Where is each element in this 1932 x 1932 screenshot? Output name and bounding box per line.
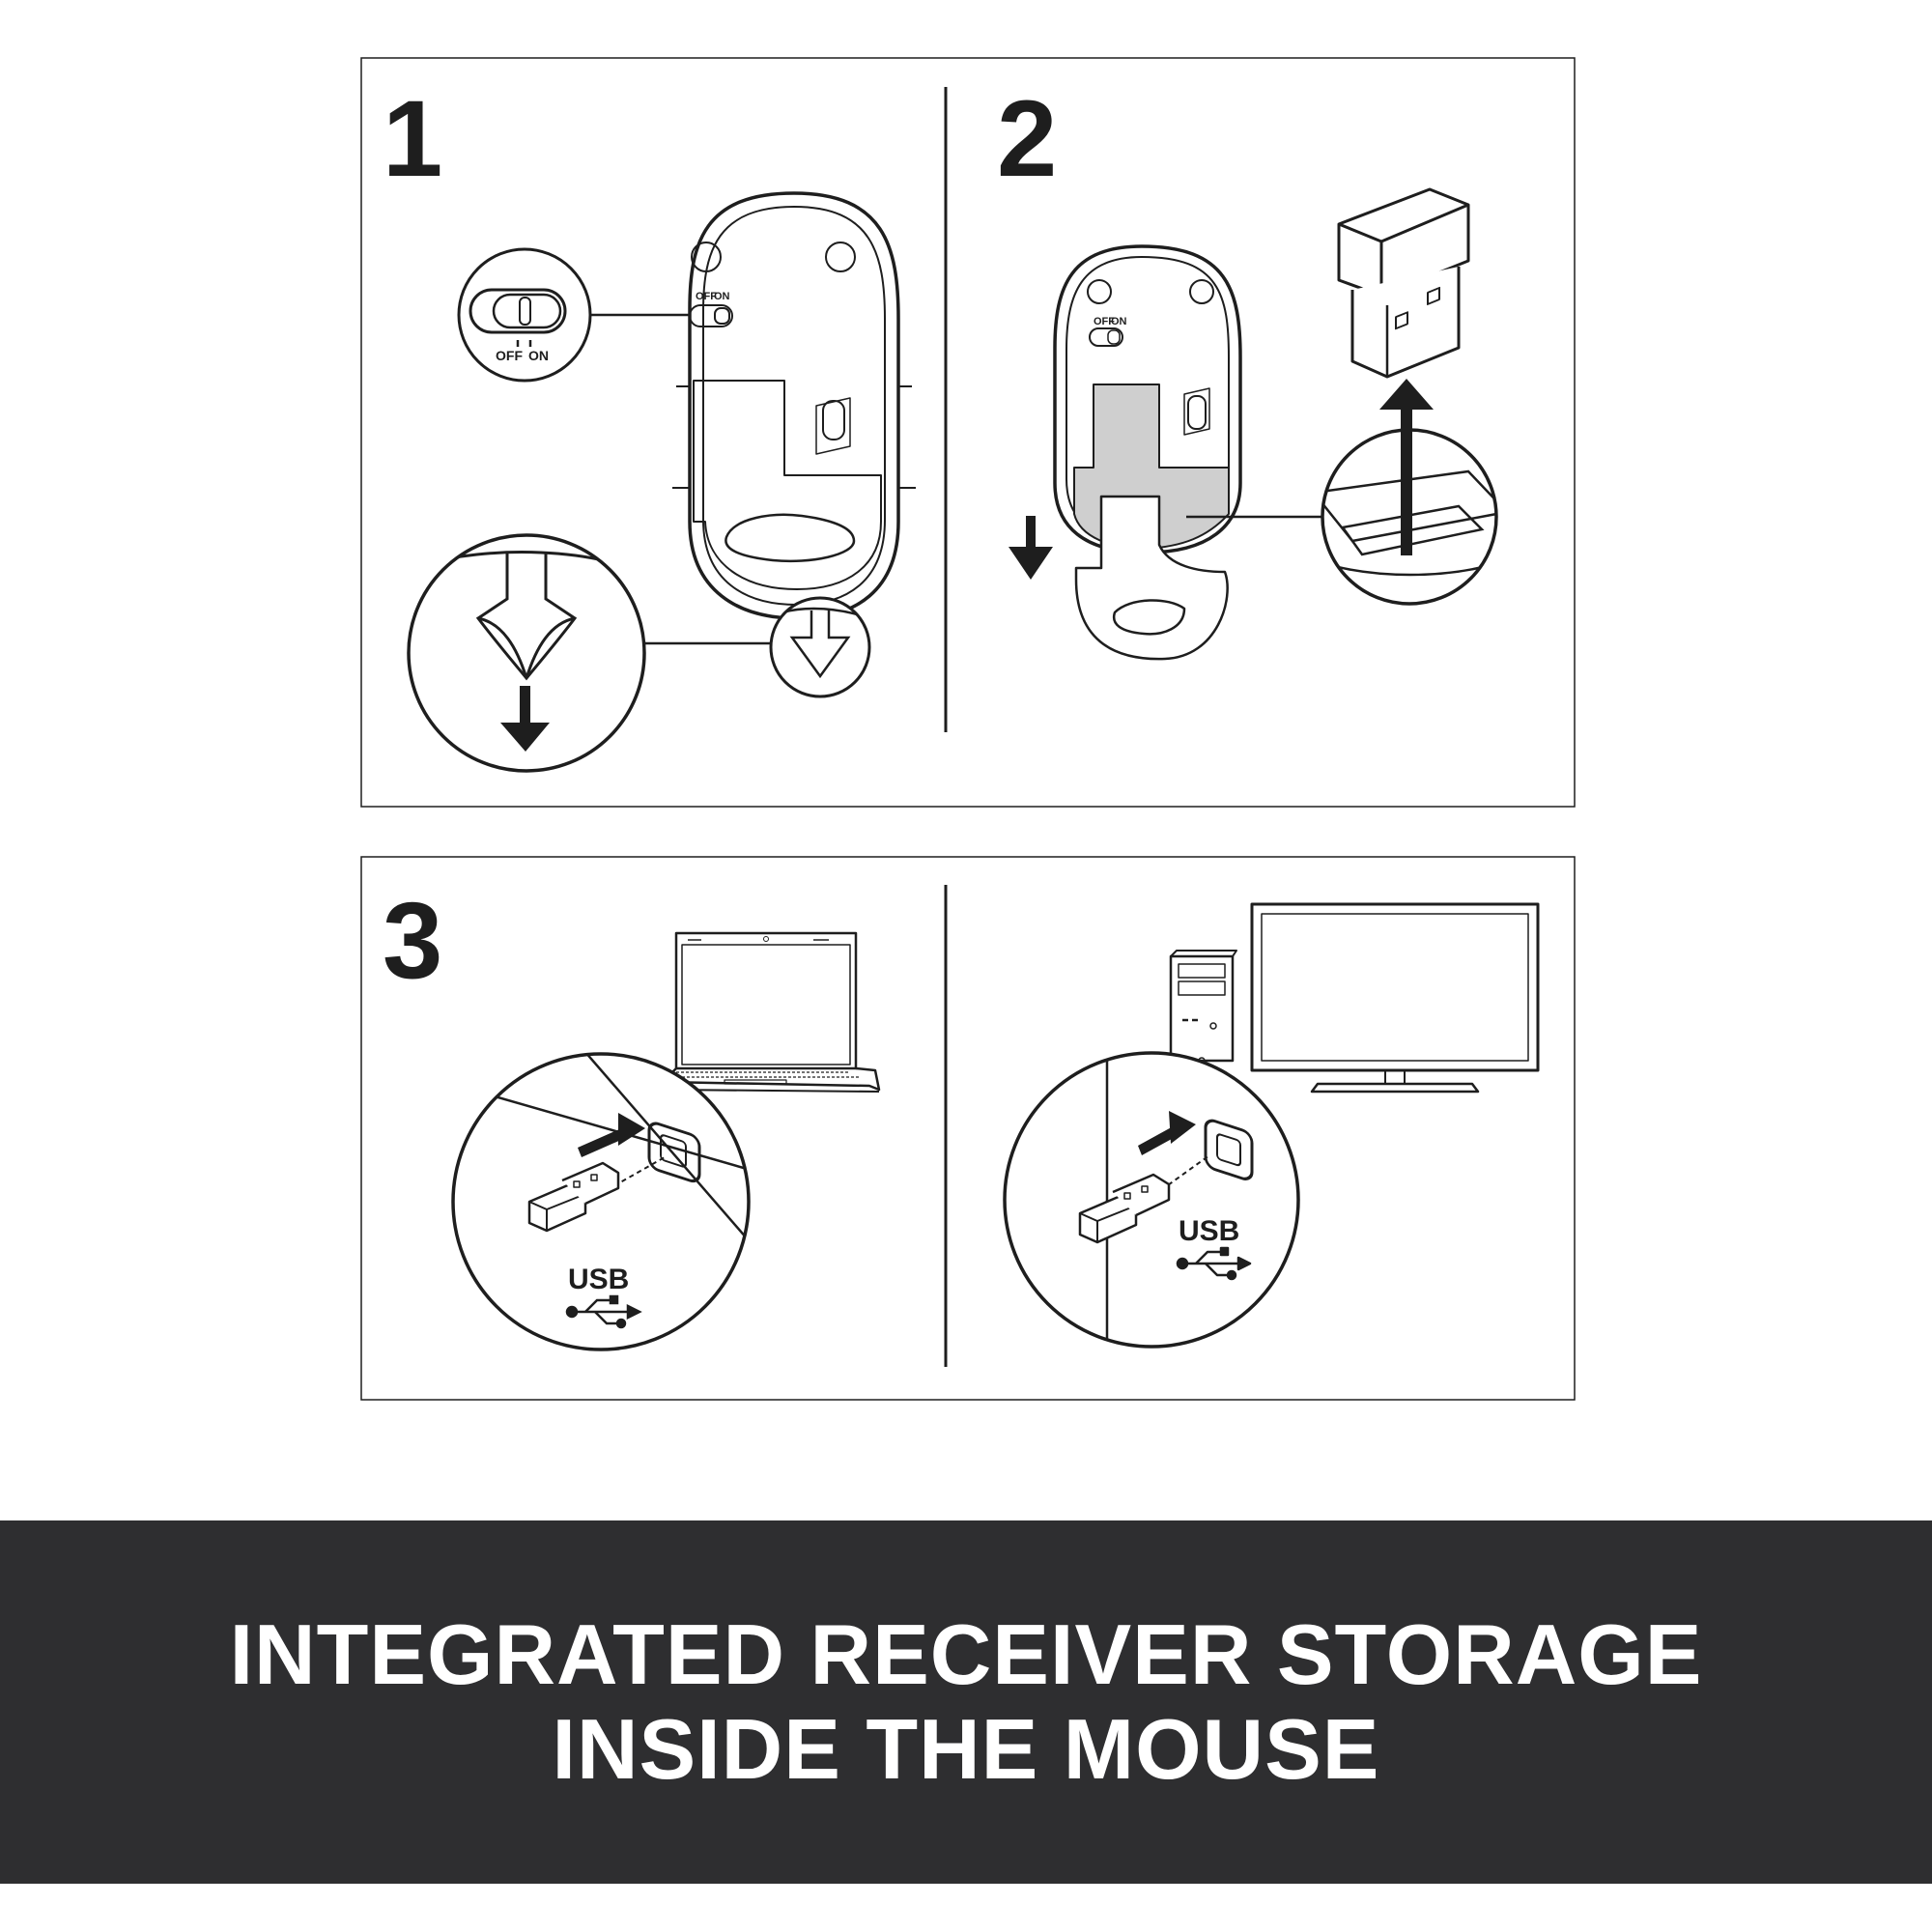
- usb-label-laptop: USB: [568, 1264, 629, 1295]
- switch-on-label: ON: [528, 348, 549, 363]
- step-2-number: 2: [997, 78, 1057, 199]
- panel-bottom: [360, 856, 1576, 1401]
- desktop-tower-icon: [1169, 950, 1237, 1065]
- banner-line-2: INSIDE THE MOUSE: [552, 1701, 1380, 1797]
- usb-symbol-icon: [565, 1294, 642, 1329]
- arrow-down-icon: [1009, 516, 1053, 580]
- power-switch-icon: [457, 247, 690, 383]
- mouse-underside-icon: [672, 191, 916, 620]
- banner-line-1: INTEGRATED RECEIVER STORAGE: [229, 1606, 1703, 1702]
- usb-symbol-icon: [1176, 1246, 1252, 1281]
- step-3-number: 3: [383, 880, 442, 1001]
- desktop-port-detail: USB: [1003, 1051, 1300, 1349]
- panel-top: [360, 57, 1576, 808]
- usb-receiver-icon: [1337, 187, 1470, 379]
- diagram-svg: 1 OFF ON: [360, 57, 1576, 1401]
- mouse-switch-off-label: OFF: [696, 291, 717, 302]
- arrow-up-icon: [1379, 379, 1434, 555]
- usb-receiver-icon: [527, 1161, 620, 1233]
- switch-off-label: OFF: [496, 348, 523, 363]
- mouse2-switch-off-label: OFF: [1094, 316, 1115, 327]
- step-1-number: 1: [383, 78, 442, 199]
- laptop-port-detail: USB: [451, 1052, 751, 1351]
- usb-receiver-icon: [1078, 1173, 1171, 1244]
- latch-detail-small: [769, 596, 871, 698]
- feature-banner: INTEGRATED RECEIVER STORAGE INSIDE THE M…: [0, 1520, 1932, 1884]
- usb-label-desktop: USB: [1179, 1215, 1239, 1247]
- step-2: 2 OFF ON: [997, 78, 1498, 661]
- monitor-icon: [1250, 902, 1540, 1094]
- mouse-switch-on-label: ON: [714, 291, 730, 302]
- mouse-open-cover-icon: [1053, 244, 1242, 661]
- laptop-icon: [661, 931, 881, 1093]
- step-1: 1 OFF ON: [383, 78, 916, 773]
- mouse2-switch-on-label: ON: [1111, 316, 1127, 327]
- arrow-down-icon: [500, 686, 550, 752]
